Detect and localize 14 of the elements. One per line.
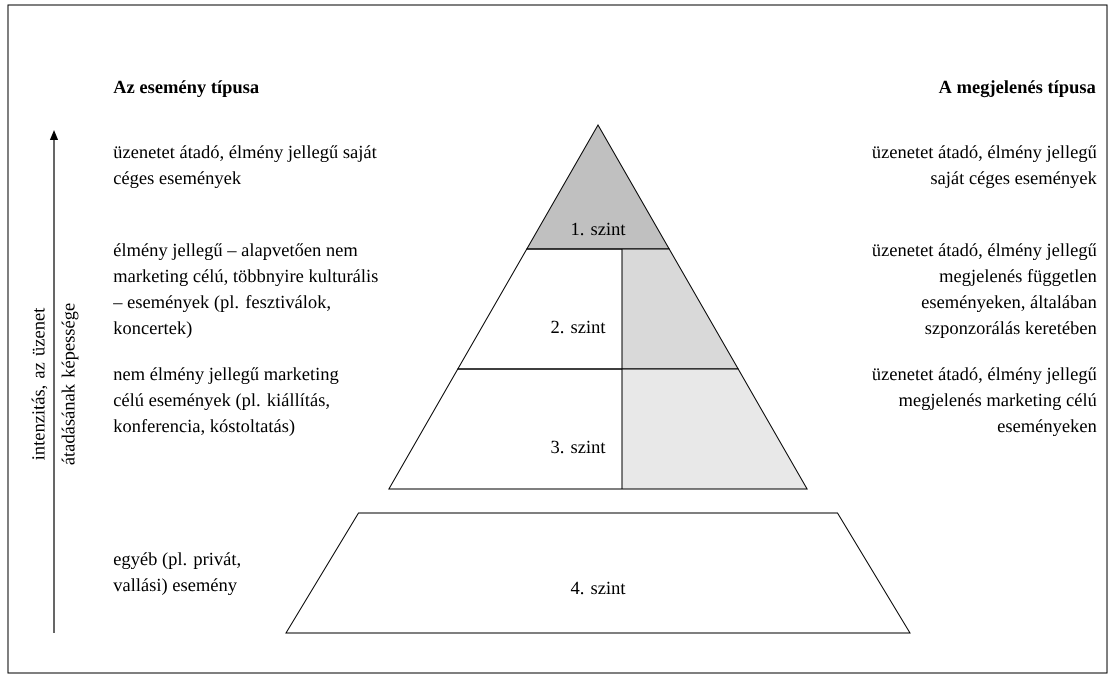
pyramid-level: 2. szint	[457, 248, 739, 370]
category-text: élmény jellegű – alapvetően nem marketing célú, többnyire kulturális – események (pl. fesztiválok, koncertek)	[113, 243, 378, 338]
pyramid-level: 1. szint	[526, 124, 670, 250]
category-text: üzenetet átadó, élmény jellegű saját céges események	[872, 145, 1097, 189]
axis-label: intenzitás, az üzenet átadásának képessége	[31, 303, 79, 465]
category-text: nem élmény jellegű marketing célú események (pl. kiállítás, konferencia, kóstoltatás)	[113, 367, 339, 436]
category-text: üzenetet átadó, élmény jellegű saját céges események	[113, 145, 377, 189]
pyramid-level: 3. szint	[388, 368, 808, 490]
column-heading: A megjelenés típusa	[938, 80, 1096, 98]
pyramid-level: 4. szint	[285, 512, 911, 634]
category-text: üzenetet átadó, élmény jellegű megjelenés marketing célú eseményeken	[872, 367, 1097, 437]
category-text: üzenetet átadó, élmény jellegű megjelenés független eseményeken, általában szponzorálás keretében	[872, 243, 1097, 338]
category-text: egyéb (pl. privát, vallási) esemény	[113, 552, 240, 596]
column-heading: Az esemény típusa	[113, 80, 259, 98]
